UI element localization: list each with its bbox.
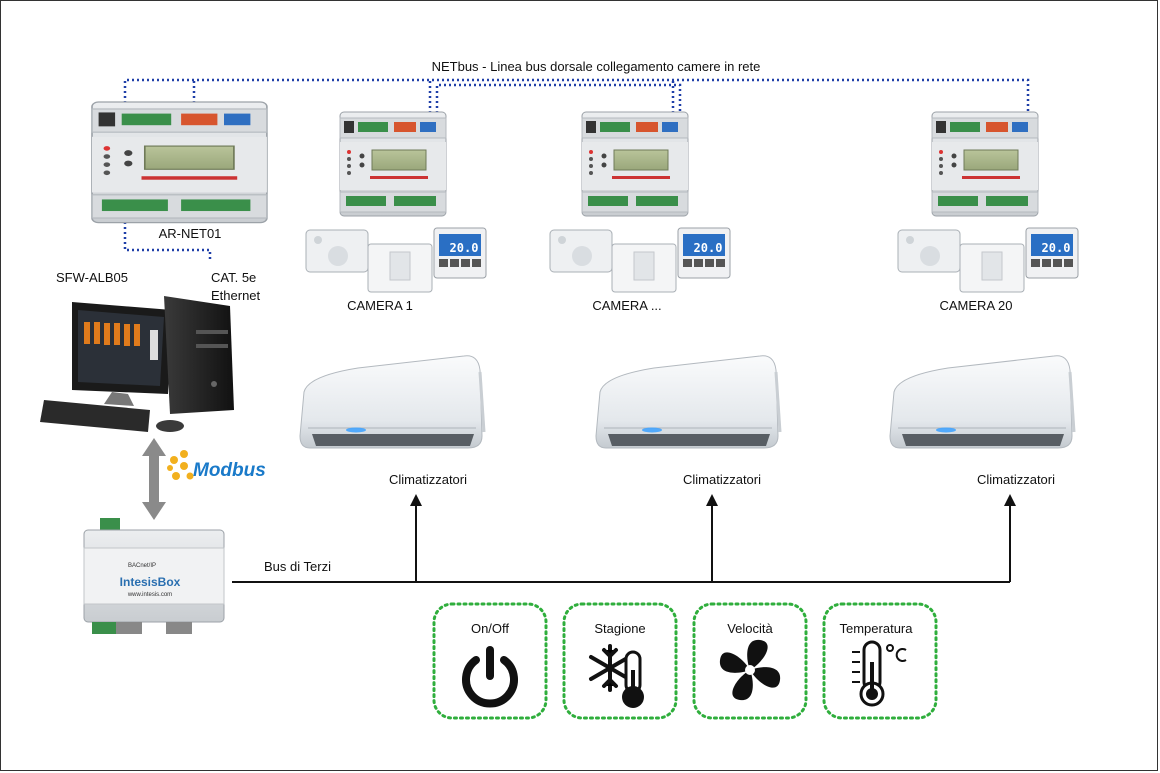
thermostat-display: 20.0 — [1042, 241, 1071, 255]
room-camera-middle: 20.0 CAMERA ... — [549, 111, 731, 313]
thermostat-display: 20.0 — [450, 241, 479, 255]
function-stagione: Stagione — [562, 602, 678, 720]
ac-label: Climatizzatori — [683, 472, 761, 487]
function-temperatura: Temperatura — [822, 602, 938, 720]
fan-icon — [719, 639, 781, 701]
function-on-off: On/Off — [432, 602, 548, 720]
bus-label: Bus di Terzi — [264, 559, 331, 574]
room-control-panels — [305, 227, 487, 293]
room-control-panels — [549, 227, 731, 293]
room-label: CAMERA 20 — [940, 298, 1013, 313]
pc-workstation — [40, 296, 234, 432]
modbus-logo-icon — [167, 450, 194, 480]
gateway-bacnet: BACnet/IP — [128, 563, 156, 569]
function-label: Stagione — [594, 621, 645, 636]
room-camera-1: 20.0 CAMERA 1 — [305, 111, 487, 313]
controller-label: AR-NET01 — [159, 226, 222, 241]
room-label: CAMERA 1 — [347, 298, 413, 313]
thermostat-display: 20.0 — [694, 241, 723, 255]
function-label: Temperatura — [840, 621, 914, 636]
modbus-link: Modbus — [142, 438, 266, 520]
ac-label: Climatizzatori — [977, 472, 1055, 487]
ac-unit-2: Climatizzatori — [594, 354, 782, 487]
room-control-panels — [897, 227, 1079, 293]
intesisbox-gateway: IntesisBox www.intesis.com BACnet/IP — [83, 518, 225, 634]
ac-label: Climatizzatori — [389, 472, 467, 487]
cable-label-line1: CAT. 5e — [211, 270, 256, 285]
room-label: CAMERA ... — [592, 298, 661, 313]
modbus-label: Modbus — [193, 460, 266, 481]
cable-label-line2: Ethernet — [211, 288, 261, 303]
function-label: On/Off — [471, 621, 509, 636]
season-snowflake-thermometer-icon — [589, 644, 644, 708]
thermometer-celsius-icon — [852, 640, 907, 707]
gateway-url: www.intesis.com — [127, 592, 172, 598]
gateway-brand: IntesisBox — [120, 575, 181, 589]
pc-label: SFW-ALB05 — [56, 270, 128, 285]
ar-net01-controller — [91, 101, 268, 224]
third-party-bus — [232, 494, 1016, 583]
ac-unit-1: Climatizzatori — [298, 354, 486, 487]
function-velocita: Velocità — [692, 602, 808, 720]
room-camera-20: 20.0 CAMERA 20 — [897, 111, 1079, 313]
power-icon — [462, 646, 518, 708]
ac-unit-3: Climatizzatori — [888, 354, 1076, 487]
netbus-label: NETbus - Linea bus dorsale collegamento … — [432, 59, 761, 74]
function-label: Velocità — [727, 621, 773, 636]
